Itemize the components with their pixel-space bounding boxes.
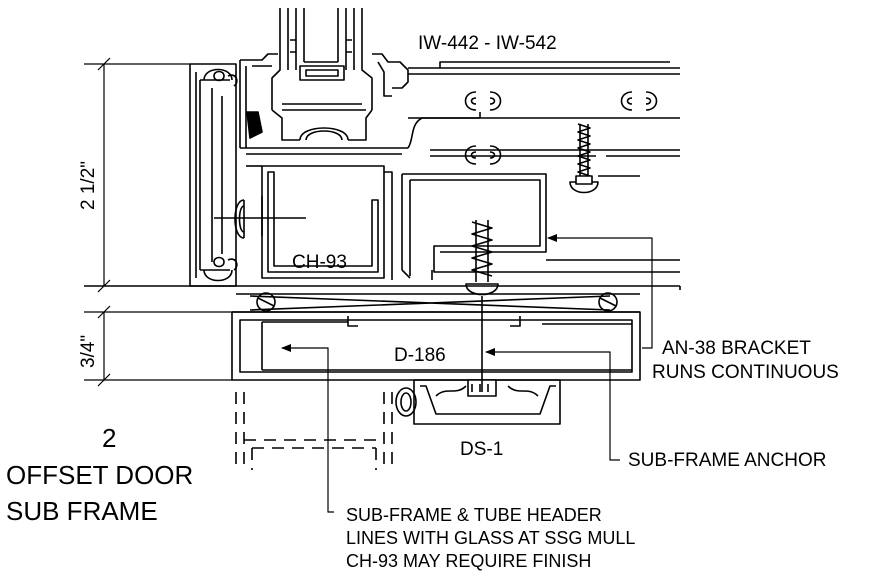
d-186-tube bbox=[231, 311, 641, 381]
bracket-callout-line1: AN-38 BRACKET bbox=[662, 338, 811, 359]
lower-anchor-screw bbox=[465, 220, 499, 392]
dimension-lines bbox=[84, 57, 232, 387]
detail-title-line2: SUB FRAME bbox=[6, 496, 158, 526]
bracket-callout-line2: RUNS CONTINUOUS bbox=[652, 362, 839, 383]
ds-1-label: DS-1 bbox=[460, 439, 503, 460]
dimension-lower-label: 3/4" bbox=[78, 335, 99, 368]
sub-frame-band bbox=[84, 285, 680, 313]
ds-1-profile bbox=[395, 379, 561, 425]
hidden-outline bbox=[235, 392, 393, 470]
main-extrusion bbox=[408, 61, 680, 157]
left-frame bbox=[189, 63, 238, 287]
detail-title-line1: OFFSET DOOR bbox=[6, 460, 193, 490]
series-label: IW-442 - IW-542 bbox=[418, 33, 557, 54]
ch-93-channel bbox=[214, 165, 393, 280]
detail-number: 2 bbox=[102, 423, 116, 453]
c-clip-shapes bbox=[464, 91, 658, 165]
note-line-1: SUB-FRAME & TUBE HEADER bbox=[346, 505, 602, 525]
d-186-label: D-186 bbox=[394, 345, 446, 366]
door-frame-profile bbox=[239, 8, 480, 155]
anchor-callout: SUB-FRAME ANCHOR bbox=[628, 450, 826, 471]
note-line-3: CH-93 MAY REQUIRE FINISH bbox=[346, 551, 591, 571]
leader-lines bbox=[281, 234, 653, 513]
upper-screw bbox=[569, 123, 640, 194]
ch-93-label: CH-93 bbox=[292, 252, 347, 273]
note-line-2: LINES WITH GLASS AT SSG MULL bbox=[346, 528, 635, 548]
an-38-bracket bbox=[401, 173, 680, 280]
dimension-upper-label: 2 1/2" bbox=[78, 161, 99, 210]
